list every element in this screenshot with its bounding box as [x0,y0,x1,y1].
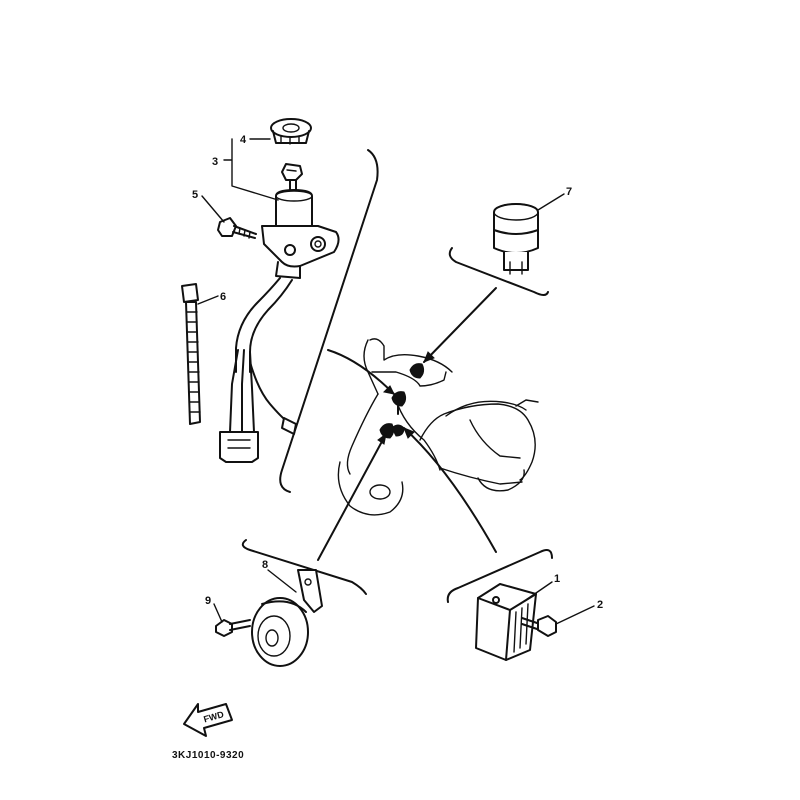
callout-leader-7 [537,193,565,211]
part-7-flasher-relay [493,203,539,275]
leader-regulator [403,427,497,553]
callout-leader-1 [519,581,553,605]
callout-8: 8 [262,559,268,571]
callout-2: 2 [597,599,603,611]
callout-leader-8 [267,569,297,593]
fwd-arrow: FWD [183,703,233,737]
callout-1: 1 [554,573,560,585]
part-2-bolt [521,615,557,637]
mount-point-flasher [409,363,425,379]
part-4-key-cap [270,118,312,145]
callout-6: 6 [220,291,226,303]
leader-switch-arrowhead [382,385,395,395]
scooter-silhouette [337,338,539,516]
leader-flasher-arrowhead [423,351,435,363]
callout-3: 3 [212,156,218,168]
leader-horn [317,433,387,561]
callout-9: 9 [205,595,211,607]
part-5-screw [217,217,257,239]
leader-regulator-arrowhead [403,427,415,439]
mount-point-switch [391,391,407,415]
callout-leader-9 [213,603,223,623]
leader-flasher [423,287,497,363]
part-9-bolt [215,619,251,637]
callout-leader-5 [201,195,225,223]
part-8-horn [251,569,323,667]
switch-wiring-harness [219,277,297,463]
part-1-rectifier-regulator [475,583,537,661]
callout-leader-2 [555,605,595,625]
left-group-divider [279,149,379,493]
lower-right-bracket [446,549,553,603]
callout-4: 4 [240,134,247,146]
leader-horn-arrowhead [377,432,387,445]
callout-7: 7 [566,186,572,198]
part-6-cable-tie [181,283,201,425]
upper-right-bracket [448,247,549,296]
lower-left-bracket [241,539,367,595]
part-3-ignition-switch [261,163,340,279]
callout-leader-3 [223,138,279,201]
callout-5: 5 [192,189,198,201]
diagram-code: 3KJ1010-9320 [172,750,244,761]
callout-leader-6 [197,295,219,305]
